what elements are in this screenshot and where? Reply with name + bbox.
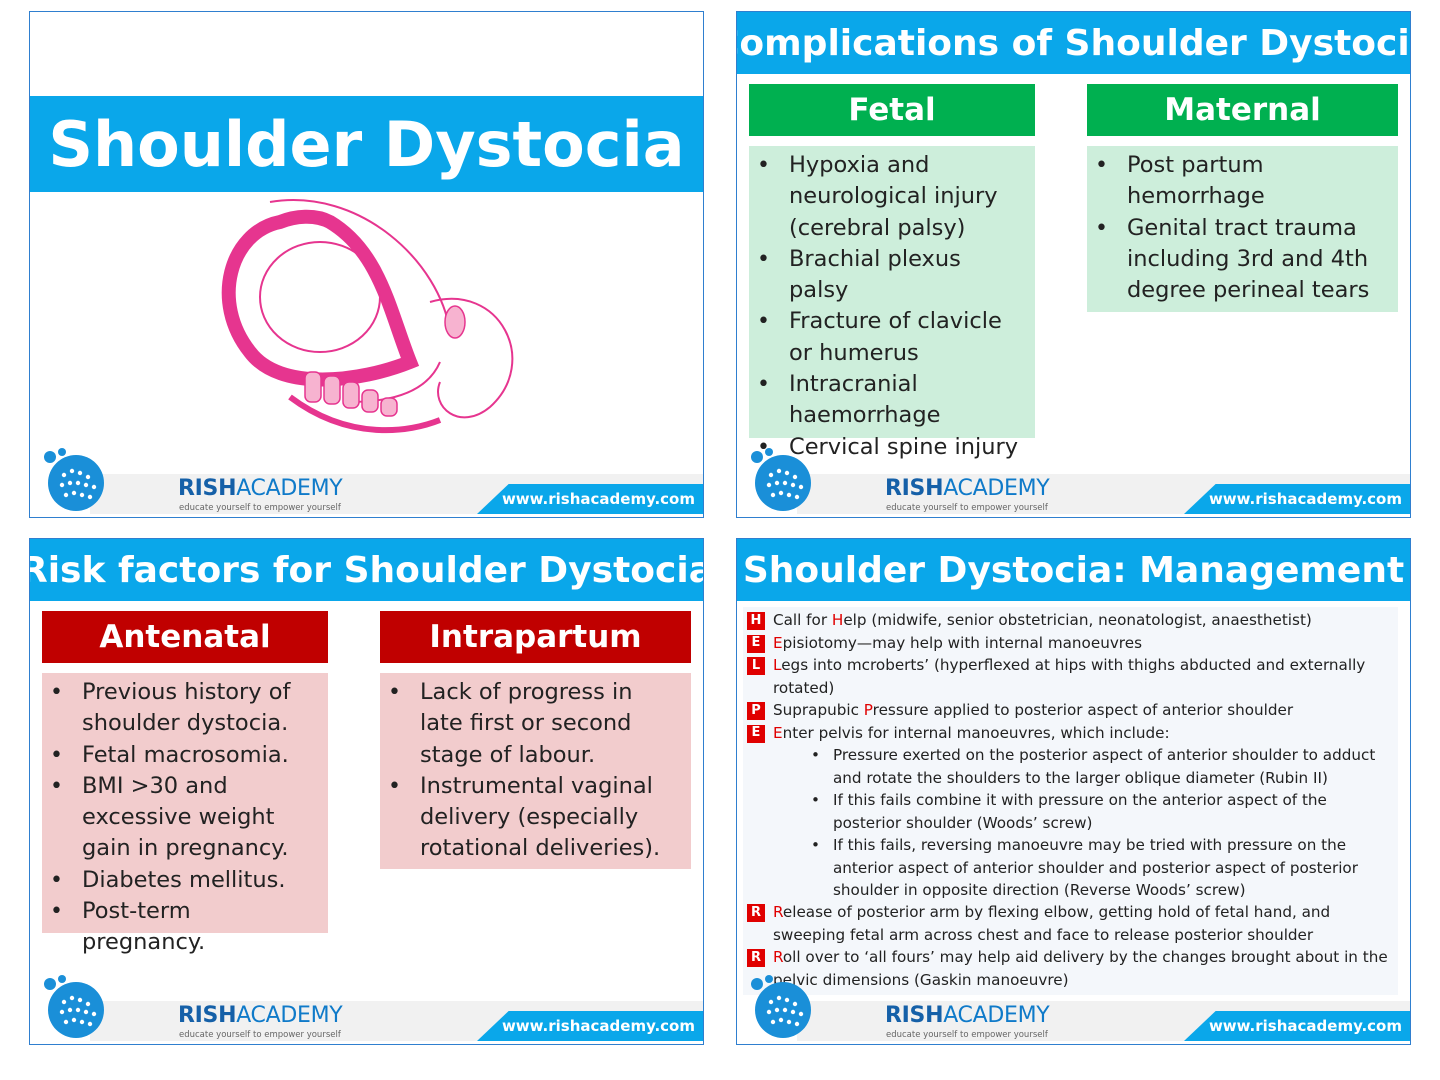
footer: RISHACADEMY educate yourself to empower … (737, 975, 1410, 1044)
brand-name: RISHACADEMY (885, 476, 1050, 501)
antenatal-list: Previous history of shoulder dystocia. F… (42, 673, 328, 955)
list-item: Instrumental vaginal delivery (especiall… (380, 771, 681, 865)
intrapartum-list: Lack of progress in late first or second… (380, 673, 691, 869)
list-item: Fracture of clavicle or humerus (749, 306, 1025, 369)
brand-tagline: educate yourself to empower yourself (886, 503, 1048, 513)
step-letter: L (747, 657, 765, 675)
website-link[interactable]: www.rishacademy.com (1184, 484, 1410, 514)
list-item: Post partum hemorrhage (1087, 150, 1388, 213)
list-item: Previous history of shoulder dystocia. (42, 677, 318, 740)
sub-item: If this fails combine it with pressure o… (811, 789, 1393, 834)
step-roll: R Roll over to ‘all fours’ may help aid … (743, 946, 1393, 991)
step-letter: H (747, 612, 765, 630)
brand-tagline: educate yourself to empower yourself (179, 503, 341, 513)
sub-item: If this fails, reversing manoeuvre may b… (811, 834, 1393, 902)
brand-name: RISHACADEMY (178, 1003, 343, 1028)
slide4-title: Shoulder Dystocia: Management (737, 539, 1410, 601)
fetal-list: Hypoxia and neurological injury (cerebra… (749, 146, 1035, 463)
slide3-title: Risk factors for Shoulder Dystocia (30, 539, 703, 601)
slide-complications: Complications of Shoulder Dystocia Fetal… (736, 11, 1411, 518)
step-letter: E (747, 634, 765, 653)
step-letter: R (747, 904, 765, 922)
list-item: Intracranial haemorrhage (749, 369, 1025, 432)
step-letter: P (747, 702, 765, 720)
rish-academy-logo-icon (751, 448, 811, 511)
list-item: Cervical spine injury (749, 432, 1025, 464)
list-item: Hypoxia and neurological injury (cerebra… (749, 150, 1025, 244)
fetus-illustration (221, 199, 514, 434)
brand-name: RISHACADEMY (885, 1003, 1050, 1028)
brand-name: RISHACADEMY (178, 476, 343, 501)
website-link[interactable]: www.rishacademy.com (477, 484, 703, 514)
step-release: R Release of posterior arm by flexing el… (743, 901, 1393, 946)
footer: RISHACADEMY educate yourself to empower … (737, 448, 1410, 517)
maternal-heading: Maternal (1087, 84, 1398, 136)
website-link[interactable]: www.rishacademy.com (477, 1011, 703, 1041)
management-list: H Call for Help (midwife, senior obstetr… (743, 607, 1398, 995)
rish-academy-logo-icon (44, 448, 104, 511)
list-item: Fetal macrosomia. (42, 740, 318, 772)
list-item: Post-term pregnancy. (42, 896, 318, 959)
slide1-title: Shoulder Dystocia (30, 96, 703, 192)
rish-academy-logo-icon (751, 975, 811, 1038)
step-help: H Call for Help (midwife, senior obstetr… (743, 609, 1393, 632)
footer: RISHACADEMY educate yourself to empower … (30, 448, 703, 517)
rish-academy-logo-icon (44, 975, 104, 1038)
step-pressure: P Suprapubic Pressure applied to posteri… (743, 699, 1393, 722)
footer: RISHACADEMY educate yourself to empower … (30, 975, 703, 1044)
list-item: Diabetes mellitus. (42, 865, 318, 897)
slide-management: Shoulder Dystocia: Management H Call for… (736, 538, 1411, 1045)
list-item: Brachial plexus palsy (749, 244, 1025, 307)
antenatal-heading: Antenatal (42, 611, 328, 663)
list-item: Genital tract trauma including 3rd and 4… (1087, 213, 1388, 307)
fetal-heading: Fetal (749, 84, 1035, 136)
brand-tagline: educate yourself to empower yourself (886, 1030, 1048, 1040)
website-link[interactable]: www.rishacademy.com (1184, 1011, 1410, 1041)
brand-tagline: educate yourself to empower yourself (179, 1030, 341, 1040)
slide-risk-factors: Risk factors for Shoulder Dystocia Anten… (29, 538, 704, 1045)
intrapartum-heading: Intrapartum (380, 611, 691, 663)
step-legs: L Legs into mcroberts’ (hyperflexed at h… (743, 654, 1393, 699)
slide2-title: Complications of Shoulder Dystocia (737, 12, 1410, 74)
sub-item: Pressure exerted on the posterior aspect… (811, 744, 1393, 789)
step-letter: R (747, 949, 765, 967)
maternal-list: Post partum hemorrhage Genital tract tra… (1087, 146, 1398, 312)
list-item: Lack of progress in late first or second… (380, 677, 681, 771)
slide-title: Shoulder Dystocia RISHACADEMY (29, 11, 704, 518)
step-episiotomy: E Episiotomy—may help with internal mano… (743, 632, 1393, 655)
list-item: BMI >30 and excessive weight gain in pre… (42, 771, 318, 865)
step-letter: E (747, 724, 765, 743)
step-enter: E Enter pelvis for internal manoeuvres, … (743, 722, 1393, 745)
